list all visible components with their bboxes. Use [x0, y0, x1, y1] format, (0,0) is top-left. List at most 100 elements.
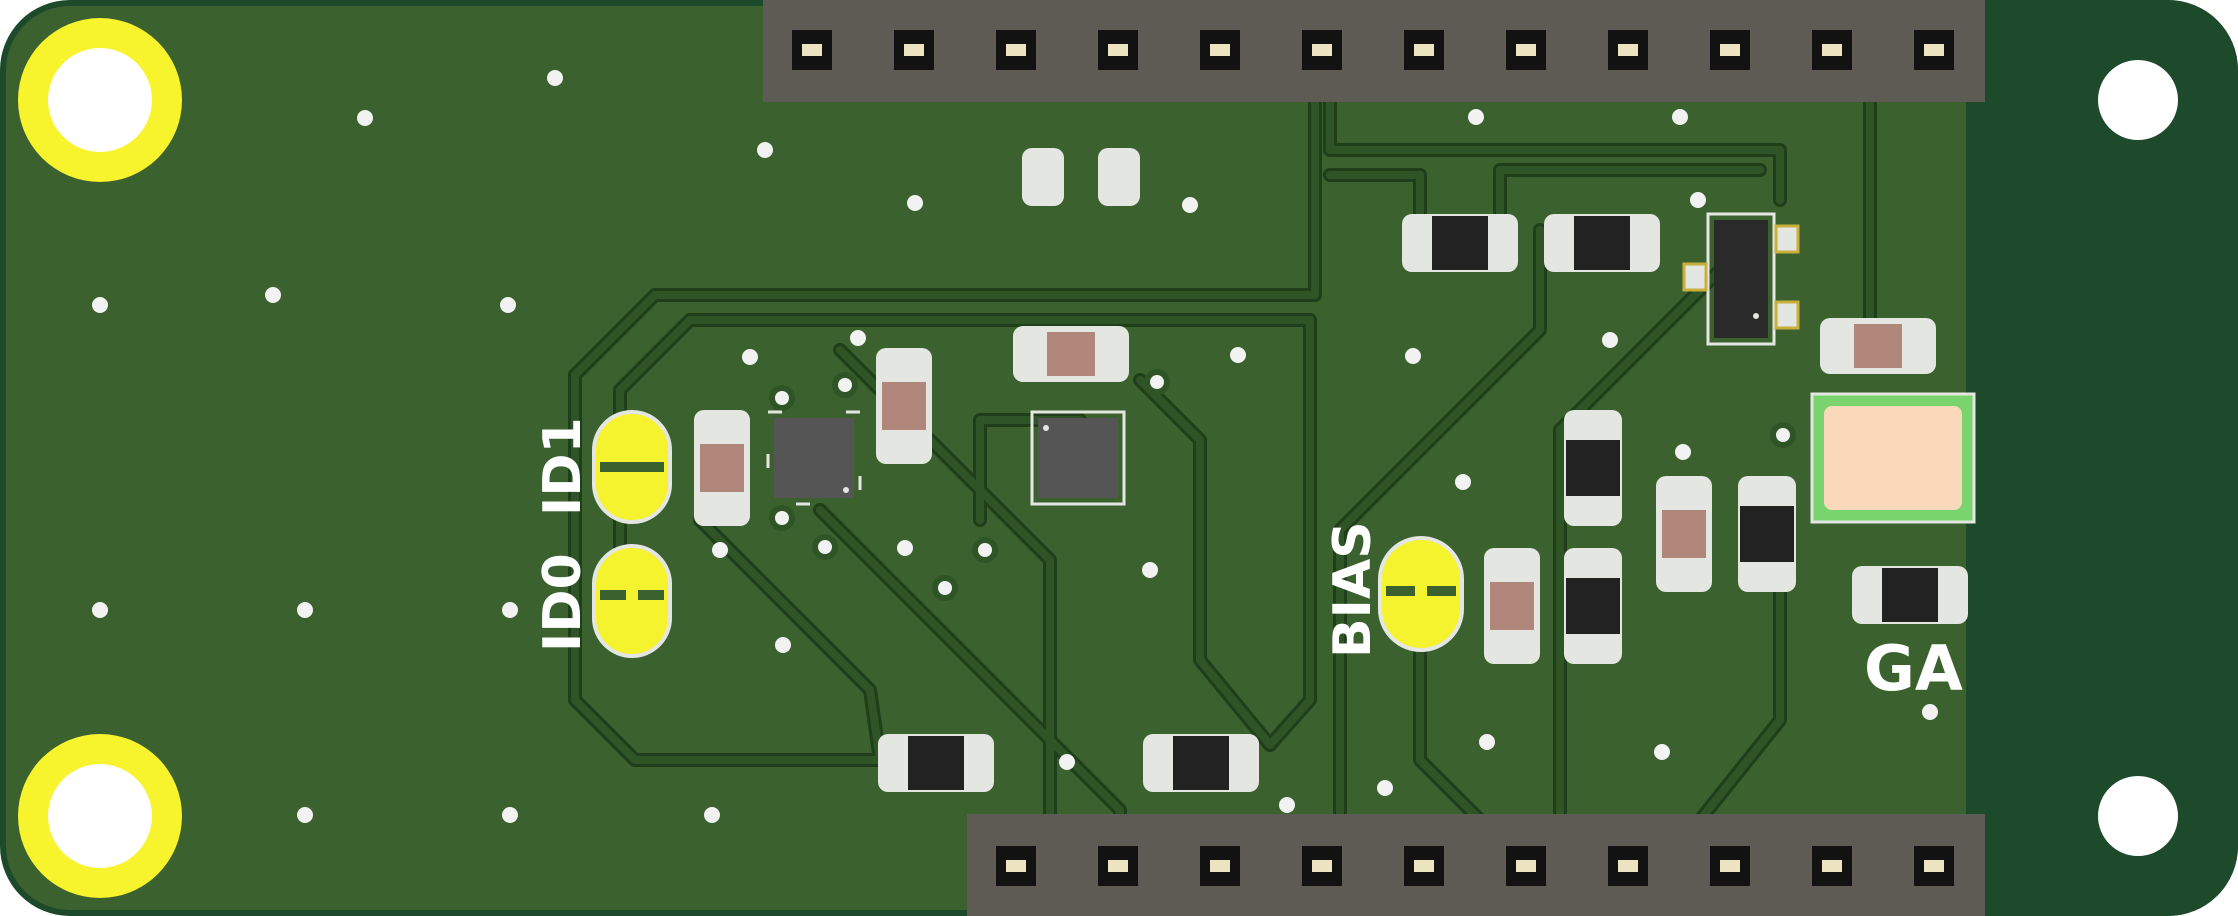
trace [1136, 376, 1274, 749]
top-header-pins [792, 30, 1954, 70]
header-pin [1200, 30, 1240, 70]
board-mask-right-fill [1968, 0, 2068, 916]
via [1672, 109, 1688, 125]
header-pin [1302, 846, 1342, 886]
via [1770, 422, 1796, 448]
components [592, 148, 1976, 792]
resistor [694, 410, 750, 526]
header-pin [1608, 846, 1648, 886]
trace [696, 516, 884, 764]
label-ga: GA [1864, 632, 1963, 705]
via [769, 385, 795, 411]
header-pin [1200, 846, 1240, 886]
via [92, 602, 108, 618]
header-pin [1404, 846, 1444, 886]
capacitor [1402, 214, 1518, 272]
via [547, 70, 563, 86]
header-pin [1098, 30, 1138, 70]
resistor [876, 348, 932, 464]
via [1405, 348, 1421, 364]
via [265, 287, 281, 303]
header-pin [1710, 30, 1750, 70]
label-bias: BIAS [1323, 521, 1383, 658]
via [932, 575, 958, 601]
header-pin [996, 30, 1036, 70]
via [850, 330, 866, 346]
via [297, 807, 313, 823]
header-pin [1506, 30, 1546, 70]
resistor [1820, 318, 1936, 374]
via [972, 537, 998, 563]
via [1602, 332, 1618, 348]
capacitor [1564, 548, 1622, 664]
vias-large [769, 369, 1796, 601]
trace [686, 316, 1314, 749]
ic-qfn [766, 410, 862, 506]
via [500, 297, 516, 313]
capacitor [1852, 566, 1968, 624]
trace [1696, 576, 1784, 824]
via [897, 540, 913, 556]
via [712, 542, 728, 558]
via [1142, 562, 1158, 578]
trace [651, 96, 1319, 299]
header-pin [1506, 846, 1546, 886]
label-id0: ID0 [533, 553, 593, 652]
via [812, 534, 838, 560]
bottom-pin-header [967, 814, 1985, 916]
resistor [1656, 476, 1712, 592]
via [1468, 109, 1484, 125]
vias [92, 70, 1938, 823]
via [1922, 704, 1938, 720]
resistor [1484, 548, 1540, 664]
via [1690, 192, 1706, 208]
via [757, 142, 773, 158]
pin-header-icon [763, 0, 1985, 102]
trace [1556, 266, 1724, 824]
via [769, 505, 795, 531]
solder-jumper-icon [1378, 536, 1464, 652]
via [1144, 369, 1170, 395]
via [1230, 347, 1246, 363]
trace [1326, 96, 1784, 204]
capacitor [1738, 476, 1796, 592]
via [1182, 197, 1198, 213]
via [907, 195, 923, 211]
via [742, 349, 758, 365]
trace [1496, 166, 1764, 234]
mounting-hole-icon [2098, 776, 2178, 856]
trace [1416, 636, 1484, 824]
via [357, 110, 373, 126]
trace [1326, 171, 1424, 234]
header-pin [1812, 846, 1852, 886]
via [1279, 797, 1295, 813]
header-pin [1710, 846, 1750, 886]
header-pin [1404, 30, 1444, 70]
mounting-hole-icon [18, 18, 182, 182]
resistor [1013, 326, 1129, 382]
solder-jumper-icon [592, 410, 672, 524]
header-pin [1812, 30, 1852, 70]
header-pin [792, 30, 832, 70]
silkscreen-labels: ID1 ID0 BIAS GA [533, 417, 1963, 705]
mounting-holes [18, 18, 2178, 898]
label-id1: ID1 [533, 417, 593, 516]
header-pin [996, 846, 1036, 886]
via [92, 297, 108, 313]
via [775, 637, 791, 653]
header-pin [894, 30, 934, 70]
ic-qfn [1030, 410, 1126, 506]
mounting-hole-icon [18, 734, 182, 898]
via [1455, 474, 1471, 490]
header-pin [1098, 846, 1138, 886]
header-pin [1608, 30, 1648, 70]
via [1675, 444, 1691, 460]
via [502, 807, 518, 823]
header-pin [1914, 846, 1954, 886]
trace [571, 291, 894, 764]
header-pin [1302, 30, 1342, 70]
unpopulated-pad-pair [1022, 148, 1140, 206]
crystal-component [1810, 392, 1976, 524]
mounting-hole-icon [2098, 60, 2178, 140]
